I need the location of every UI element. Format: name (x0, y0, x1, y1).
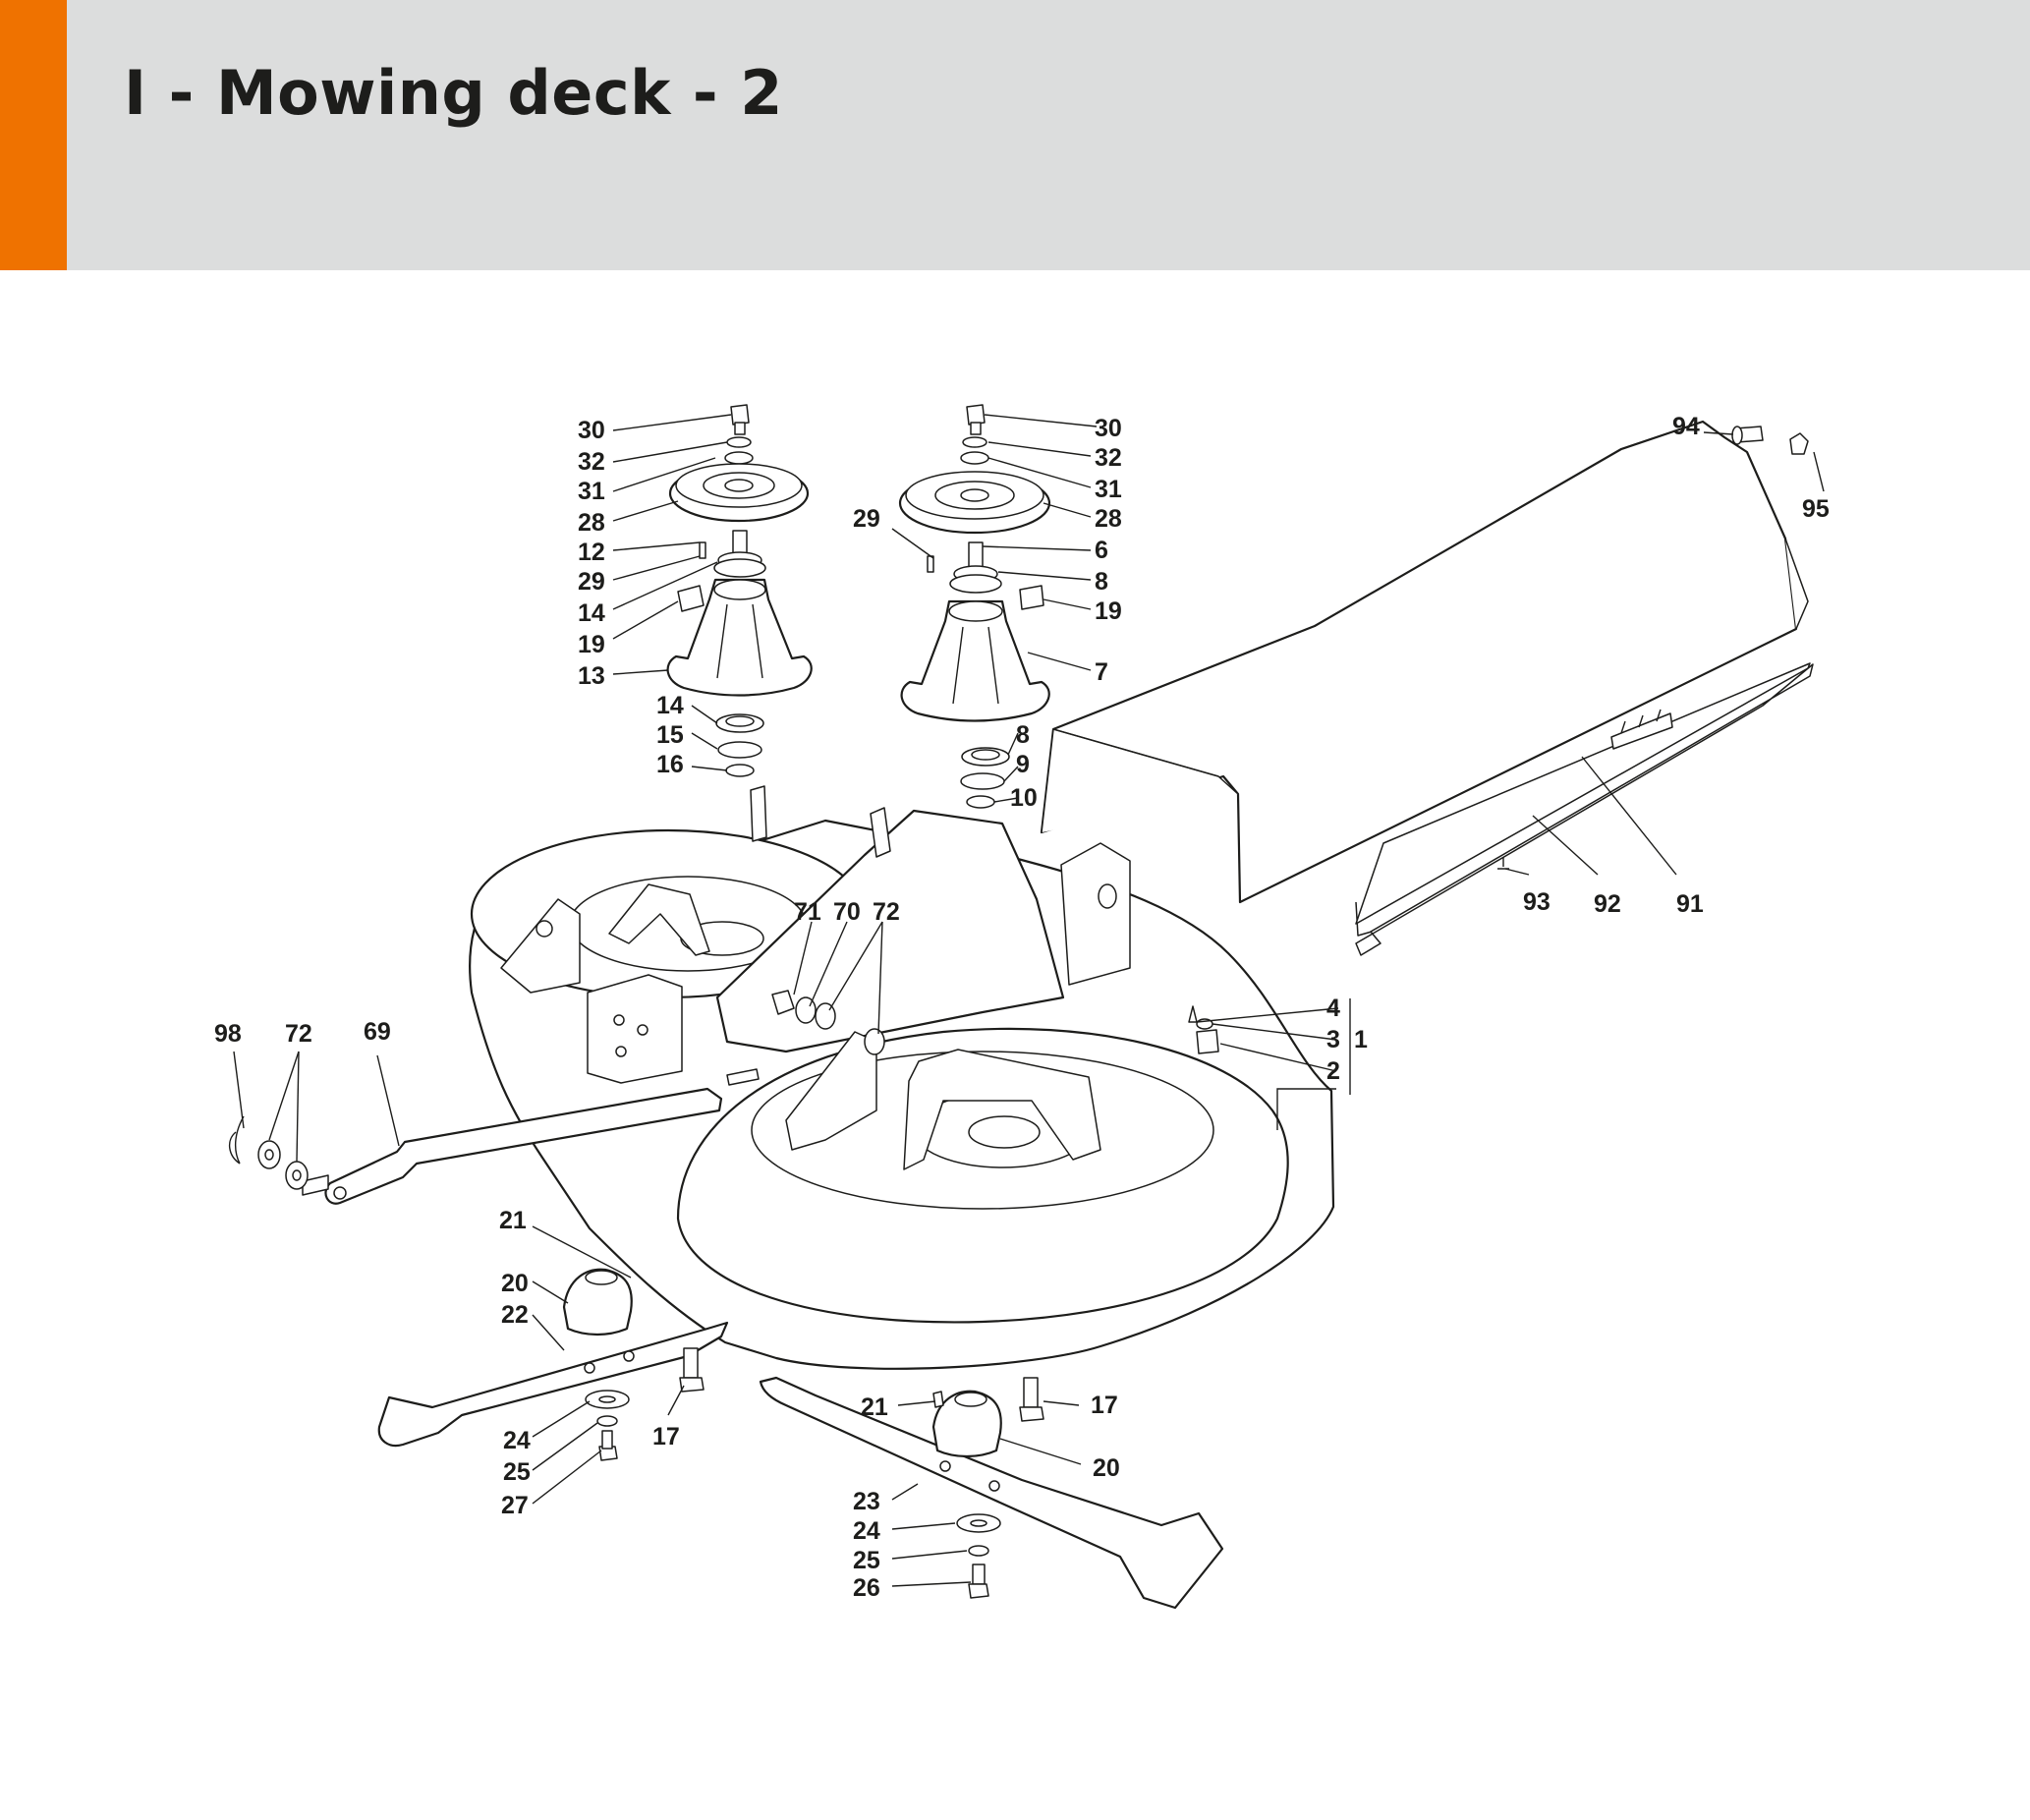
callout-93: 93 (1523, 888, 1551, 916)
left-blade-hub-part-20 (562, 1268, 633, 1337)
callout-25-left: 25 (503, 1458, 531, 1486)
callout-92: 92 (1594, 890, 1621, 918)
hairpin-clip-part-98 (229, 1115, 245, 1165)
page-title: I - Mowing deck - 2 (124, 57, 783, 129)
right-blade-part-23 (759, 1376, 1224, 1610)
callout-8-upper: 8 (1095, 568, 1108, 596)
callout-23: 23 (853, 1488, 880, 1515)
callout-32-left: 32 (578, 448, 605, 476)
washers-part-72-left (257, 1140, 309, 1190)
callout-72-upper: 72 (873, 898, 900, 926)
callout-20-left: 20 (501, 1270, 529, 1297)
callout-95: 95 (1802, 495, 1830, 523)
callout-94: 94 (1672, 413, 1700, 440)
left-blade-part-22 (377, 1321, 729, 1448)
left-blade-fasteners-24-25-27 (585, 1390, 630, 1461)
callout-25-right: 25 (853, 1547, 880, 1574)
callout-21-left: 21 (499, 1207, 527, 1234)
callout-20-right: 20 (1093, 1454, 1120, 1482)
callout-9: 9 (1016, 751, 1030, 778)
callout-72-left: 72 (285, 1020, 312, 1048)
callout-17-right: 17 (1091, 1392, 1118, 1419)
callout-8-lower: 8 (1016, 721, 1030, 749)
callout-30-right: 30 (1095, 415, 1122, 442)
callout-1: 1 (1354, 1026, 1368, 1053)
callout-17-left: 17 (652, 1423, 680, 1450)
callout-32-right: 32 (1095, 444, 1122, 472)
bolt-part-94 (1731, 426, 1764, 445)
callout-13: 13 (578, 662, 605, 690)
callout-14-upper: 14 (578, 599, 605, 627)
callout-19-right: 19 (1095, 597, 1122, 625)
callout-labels: 30 32 31 28 12 29 14 19 13 14 15 16 30 3… (214, 413, 1830, 1602)
callout-30-left: 30 (578, 417, 605, 444)
discharge-chute-part-91 (1040, 420, 1811, 937)
callout-24-right: 24 (853, 1517, 880, 1545)
right-blade-hub-part-20 (931, 1390, 1002, 1458)
lift-rod-part-69 (302, 1068, 760, 1205)
callout-12: 12 (578, 539, 605, 566)
callout-2: 2 (1326, 1057, 1340, 1085)
bolt-part-17-right (1019, 1377, 1044, 1422)
callout-31-right: 31 (1095, 476, 1122, 503)
callout-29-right: 29 (853, 505, 880, 533)
right-spindle-assembly (898, 404, 1051, 809)
header-accent-stripe (0, 0, 67, 270)
callout-3: 3 (1326, 1026, 1340, 1053)
callout-28-right: 28 (1095, 505, 1122, 533)
callout-28-left: 28 (578, 509, 605, 537)
chute-rail-part-92 (1355, 663, 1814, 956)
callout-14-lower: 14 (656, 692, 684, 719)
leader-lines (233, 414, 1825, 1587)
callout-7: 7 (1095, 658, 1108, 686)
callout-91: 91 (1676, 890, 1704, 918)
callout-19-left: 19 (578, 631, 605, 658)
callout-69: 69 (364, 1018, 391, 1046)
left-spindle-assembly (666, 404, 813, 777)
bolt-part-17-left (679, 1347, 705, 1393)
nut-part-95 (1789, 432, 1809, 455)
callout-24-left: 24 (503, 1427, 531, 1454)
header-bar (0, 0, 2030, 270)
callout-31-left: 31 (578, 478, 605, 505)
callout-26: 26 (853, 1574, 880, 1602)
callout-4: 4 (1326, 995, 1340, 1022)
mowing-deck-housing (469, 785, 1335, 1370)
callout-27: 27 (501, 1492, 529, 1519)
callout-98: 98 (214, 1020, 242, 1048)
callout-16: 16 (656, 751, 684, 778)
callout-6: 6 (1095, 537, 1108, 564)
callout-21-right: 21 (861, 1393, 888, 1421)
callout-71: 71 (794, 898, 821, 926)
callout-10: 10 (1010, 784, 1038, 812)
callout-15: 15 (656, 721, 684, 749)
right-blade-fasteners-24-25-26 (956, 1513, 1001, 1599)
callout-22: 22 (501, 1301, 529, 1329)
callout-70: 70 (833, 898, 861, 926)
callout-29-left: 29 (578, 568, 605, 596)
